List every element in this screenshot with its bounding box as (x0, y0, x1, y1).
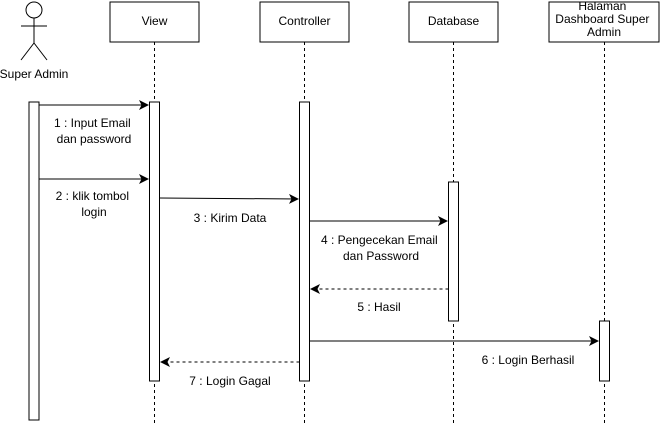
dashboard-label-line-3: Admin (587, 25, 621, 39)
message-4-label-line-1: 4 : Pengecekan Email (321, 233, 438, 247)
dashboard-label: Halaman Dashboard Super Admin (555, 0, 652, 39)
view-activation (149, 101, 160, 382)
super-admin-activation (28, 101, 40, 421)
controller-activation (299, 101, 310, 382)
dashboard-label-line-2: Dashboard Super (555, 12, 649, 26)
message-4-label: 4 : Pengecekan Email dan Password (321, 233, 441, 263)
dashboard-label-line-1: Halaman (578, 0, 626, 13)
message-2-label-line-2: login (81, 205, 106, 219)
message-3-arrow (159, 193, 299, 204)
database-activation (448, 181, 459, 322)
message-4-label-line-2: dan Password (343, 249, 419, 263)
message-1-label-line-2: dan password (57, 132, 132, 146)
message-1-label-line-1: 1 : Input Email (54, 116, 131, 130)
controller-label: Controller (278, 14, 330, 28)
view-box (109, 1, 200, 43)
super-admin-label: Super Admin (0, 67, 68, 81)
message-3-label: 3 : Kirim Data (194, 211, 267, 225)
dashboard-activation (599, 320, 610, 382)
message-5-label: 5 : Hasil (357, 300, 400, 314)
view-label: View (142, 14, 168, 28)
message-2-label: 2 : klik tombol login (56, 189, 133, 219)
message-1-label: 1 : Input Email dan password (54, 116, 134, 146)
message-6-label: 6 : Login Berhasil (482, 353, 575, 367)
database-box (408, 1, 499, 43)
controller-box (259, 1, 350, 43)
super-admin-actor-icon (20, 1, 48, 61)
database-label: Database (428, 14, 480, 28)
message-2-label-line-1: 2 : klik tombol (56, 189, 129, 203)
dashboard-box (548, 1, 660, 43)
message-7-label: 7 : Login Gagal (189, 374, 270, 388)
